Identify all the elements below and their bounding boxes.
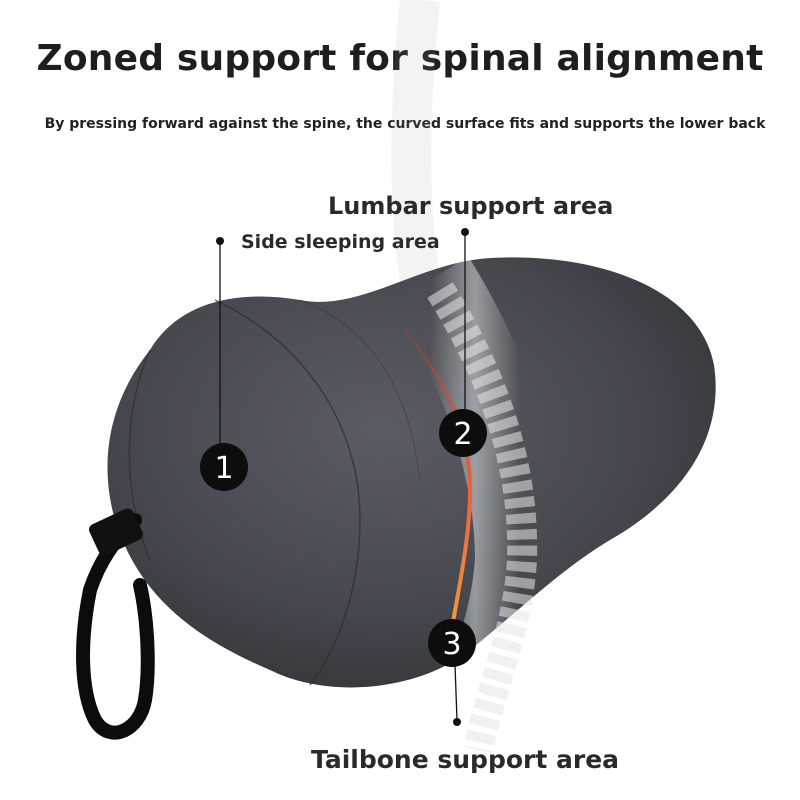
label-lumbar-support: Lumbar support area xyxy=(328,192,614,220)
marker-2-number: 2 xyxy=(453,417,472,452)
marker-1-number: 1 xyxy=(214,451,233,486)
leader-lines xyxy=(219,232,466,721)
marker-3: 3 xyxy=(428,619,476,667)
dot-side xyxy=(216,237,224,245)
headline: Zoned support for spinal alignment xyxy=(36,38,764,79)
subheadline: By pressing forward against the spine, t… xyxy=(44,116,766,132)
marker-2: 2 xyxy=(439,409,487,457)
leader-dots xyxy=(216,228,469,726)
label-side-sleeping: Side sleeping area xyxy=(241,231,440,253)
carry-strap xyxy=(76,508,155,740)
spine-curve xyxy=(403,328,473,641)
dot-lumbar xyxy=(461,228,469,236)
marker-1: 1 xyxy=(200,443,248,491)
dot-tailbone xyxy=(453,718,461,726)
spine-overlay xyxy=(391,256,566,769)
marker-3-number: 3 xyxy=(442,627,461,662)
label-tailbone-support: Tailbone support area xyxy=(311,745,620,774)
